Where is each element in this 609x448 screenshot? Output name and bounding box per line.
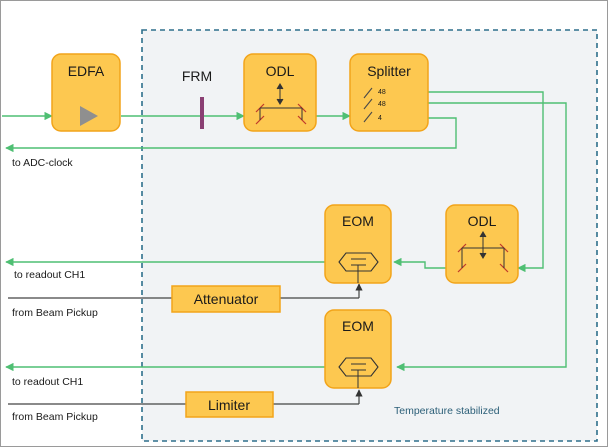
eom-top-label: EOM bbox=[342, 213, 374, 229]
frm-label: FRM bbox=[182, 68, 212, 84]
splitter-block[interactable]: Splitter 48 48 4 bbox=[349, 53, 429, 132]
beam-pickup-label-2: from Beam Pickup bbox=[12, 411, 98, 423]
attenuator-label: Attenuator bbox=[194, 291, 259, 307]
odl-top-block[interactable]: ODL bbox=[243, 53, 317, 132]
readout-ch1-label-1: to readout CH1 bbox=[14, 269, 85, 281]
electrode-icon bbox=[351, 258, 366, 283]
frm-element[interactable]: FRM bbox=[182, 68, 212, 129]
edfa-label: EDFA bbox=[68, 63, 105, 79]
eom-top-block[interactable]: EOM bbox=[324, 204, 392, 284]
splitter-port-3: 4 bbox=[378, 115, 382, 122]
amplifier-triangle-icon bbox=[80, 106, 98, 126]
beam-pickup-label-1: from Beam Pickup bbox=[12, 307, 98, 319]
splitter-port-2: 48 bbox=[378, 101, 386, 108]
temperature-stabilized-label: Temperature stabilized bbox=[394, 405, 500, 417]
modulator-icon-2 bbox=[338, 357, 379, 377]
readout-ch1-label-2: to readout CH1 bbox=[12, 376, 83, 388]
modulator-icon bbox=[338, 252, 379, 272]
eom-bottom-label: EOM bbox=[342, 318, 374, 334]
attenuator-block[interactable]: Attenuator bbox=[171, 285, 281, 313]
rf-wires bbox=[8, 283, 363, 405]
faraday-mirror-icon bbox=[200, 97, 204, 129]
electrode-icon-2 bbox=[351, 363, 366, 388]
beam-splitter-icon bbox=[363, 87, 373, 123]
adc-clock-label: to ADC-clock bbox=[12, 157, 73, 169]
odl-right-block[interactable]: ODL bbox=[445, 204, 519, 284]
splitter-label: Splitter bbox=[367, 63, 411, 79]
edfa-block[interactable]: EDFA bbox=[51, 53, 121, 132]
splitter-port-1: 48 bbox=[378, 89, 386, 96]
odl-right-label: ODL bbox=[468, 213, 497, 229]
odl-top-label: ODL bbox=[266, 63, 295, 79]
eom-bottom-block[interactable]: EOM bbox=[324, 309, 392, 389]
limiter-label: Limiter bbox=[208, 397, 250, 413]
fiber-lines bbox=[2, 91, 567, 372]
limiter-block[interactable]: Limiter bbox=[185, 391, 274, 418]
